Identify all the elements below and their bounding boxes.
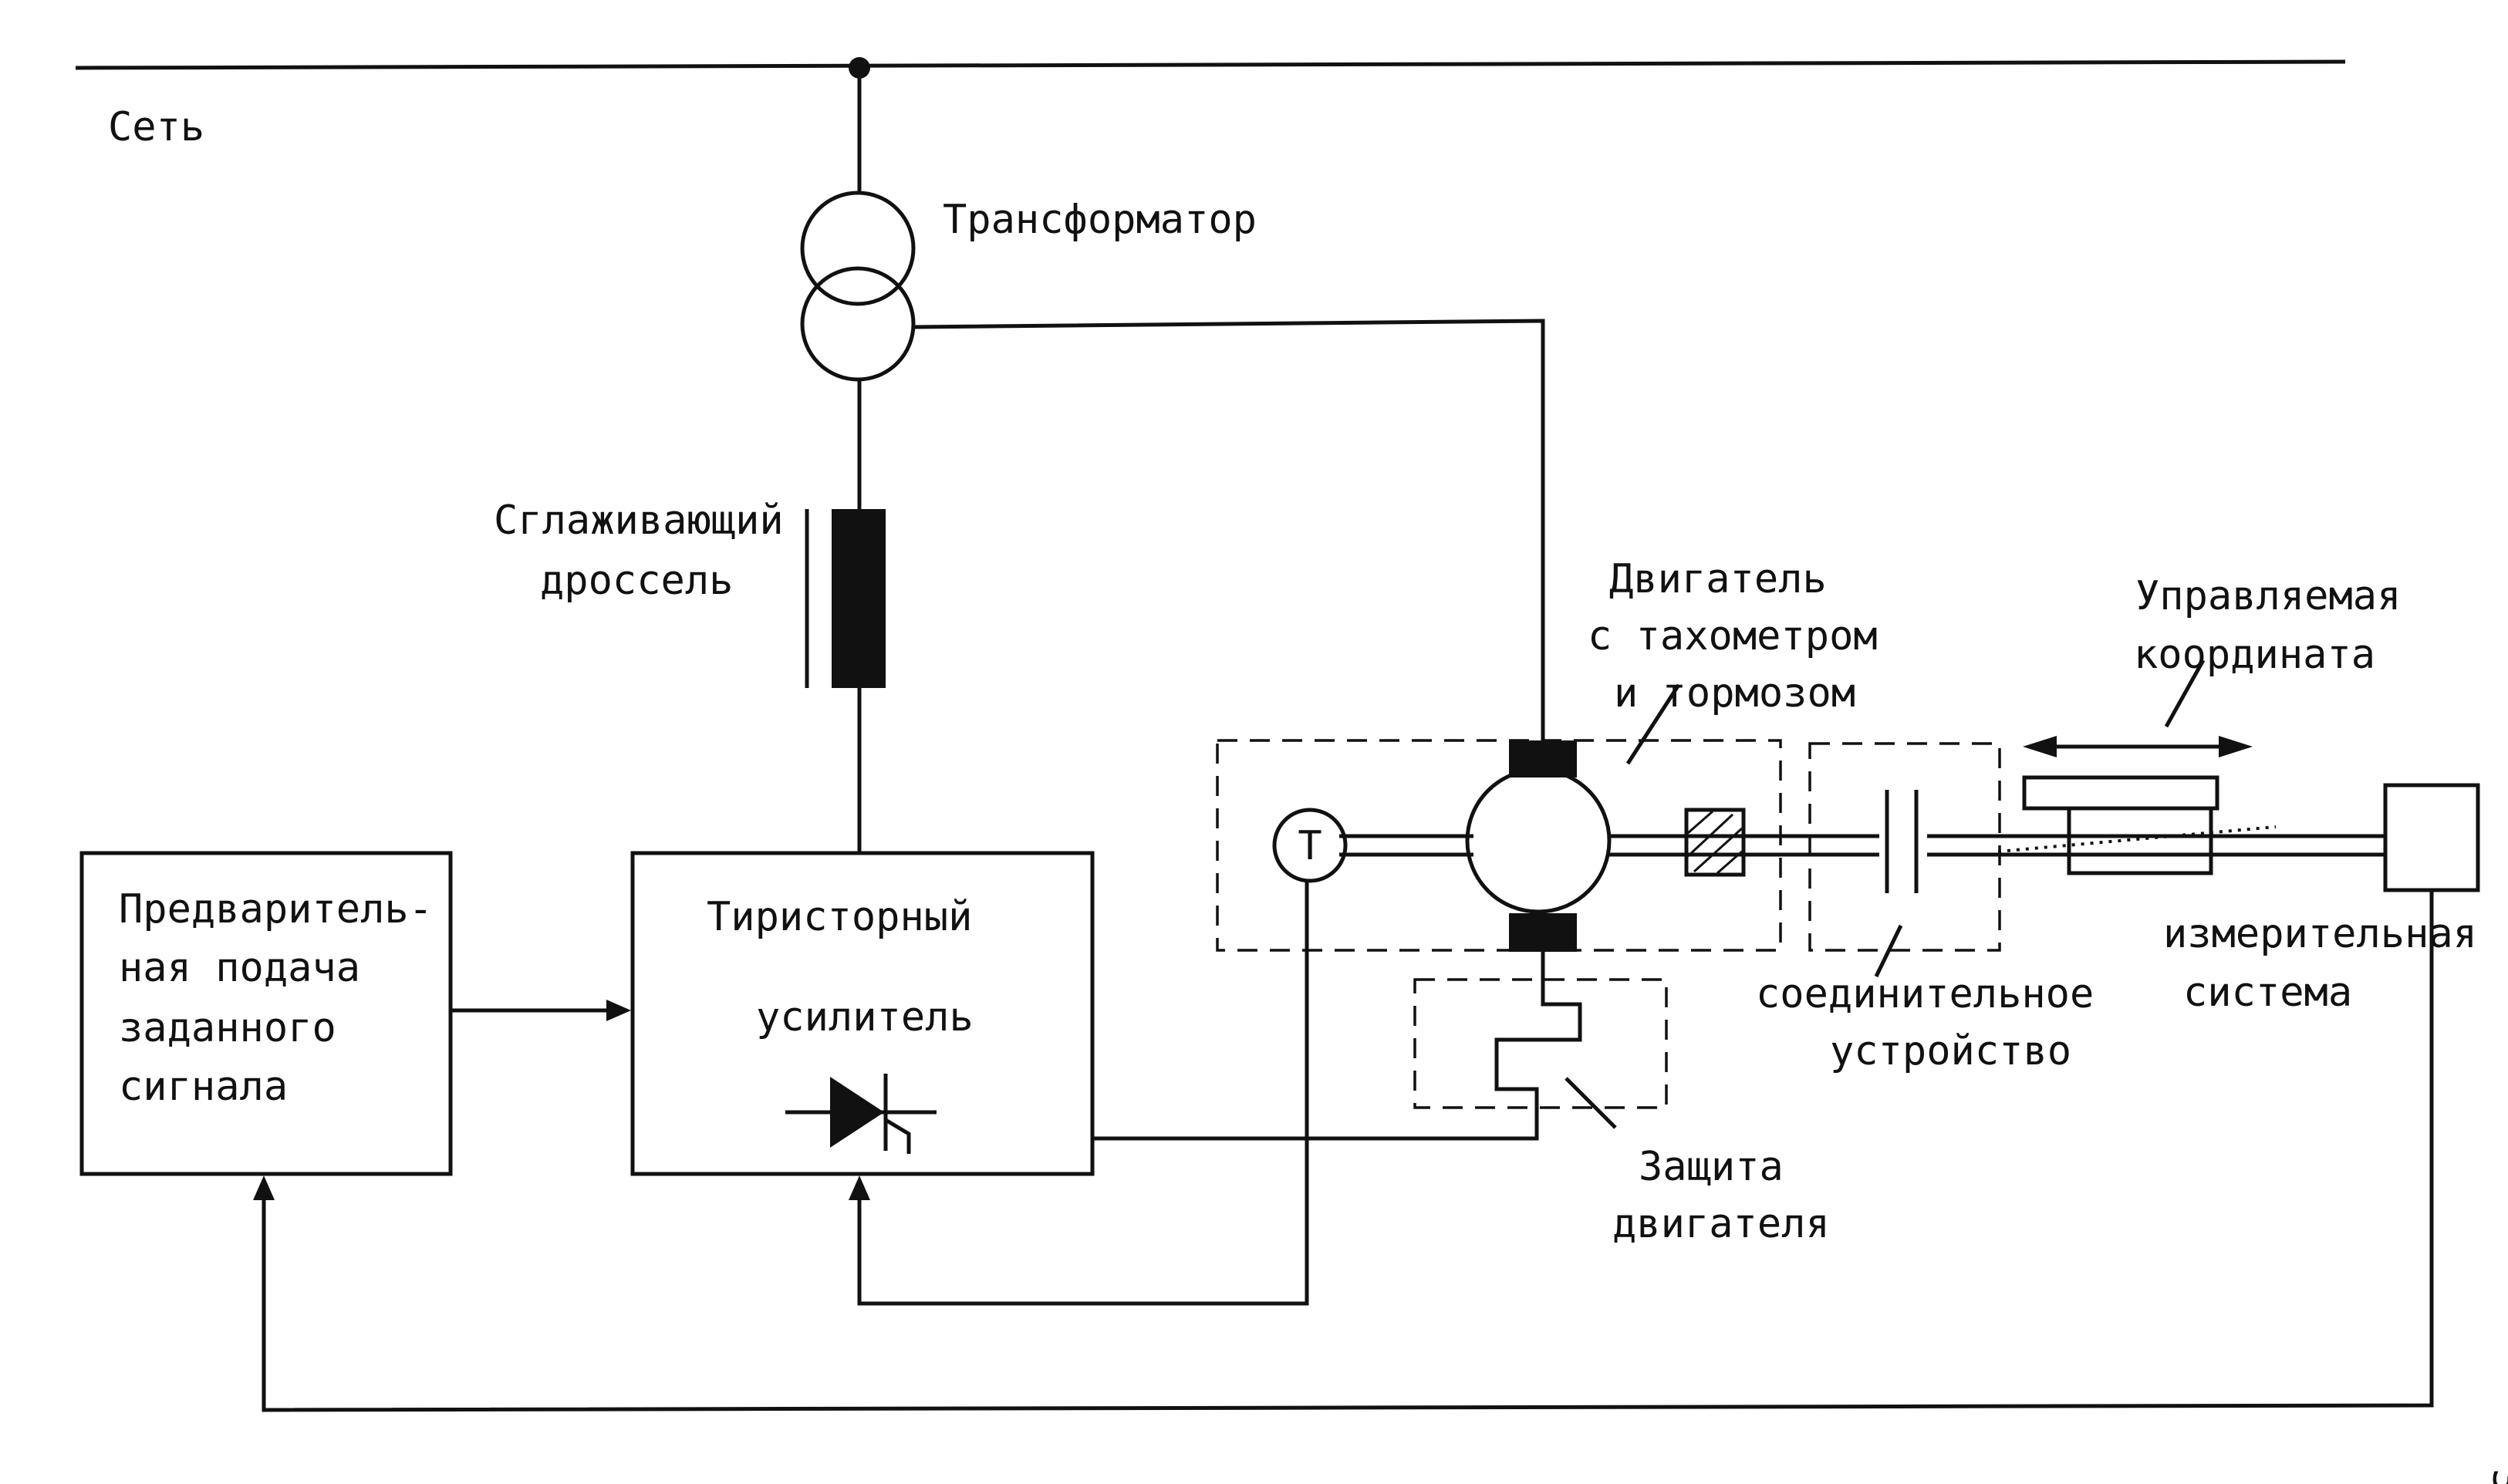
transformer [800, 68, 916, 509]
label-protection-2: двигателя [1612, 1201, 1830, 1247]
label-choke-1: Сглаживающий [494, 497, 784, 544]
coordinate-arrowhead-left [2023, 736, 2057, 757]
label-motor-1: Двигатель [1609, 556, 1827, 602]
label-tacho: T [1298, 823, 1322, 869]
motor-brush-bottom [1509, 913, 1577, 952]
page-number: 3 [2483, 1469, 2508, 1484]
label-motor-2: с тахометром [1588, 613, 1878, 659]
label-thyristor-1: Тиристорный [707, 894, 972, 940]
label-measuring-1: измерительная [2163, 911, 2477, 957]
motor-leader-line [1625, 683, 1681, 765]
label-thyristor-2: усилитель [756, 994, 974, 1040]
motor-body [1465, 767, 1612, 914]
label-measuring-2: система [2183, 970, 2352, 1016]
tachometer-icon [1272, 808, 1348, 883]
smoothing-choke [805, 509, 886, 853]
thyristor-icon [785, 1074, 937, 1154]
coupling-leader-line [1874, 924, 1903, 978]
lead-screw [1997, 825, 2277, 856]
label-coordinate-1: Управляемая [2135, 573, 2401, 619]
position-feedback-arrowhead [253, 1175, 275, 1200]
motor-assembly-boundary [1216, 739, 1782, 952]
label-choke-2: дроссель [540, 558, 733, 604]
tacho-feedback-line [857, 879, 1309, 1306]
tacho-feedback-arrowhead [849, 1175, 870, 1200]
position-feedback-line [262, 892, 2434, 1412]
preset-signal-block [79, 851, 453, 1176]
measuring-system-block [2383, 783, 2480, 892]
coordinate-arrowhead-right [2219, 736, 2253, 757]
label-coordinate-2: координата [2134, 632, 2375, 678]
motor-protection-boundary [1413, 978, 1668, 1109]
label-protection-1: Защита [1639, 1144, 1784, 1190]
protection-leader-line [1565, 1077, 1617, 1129]
preset-to-amplifier-arrowhead [606, 1000, 631, 1021]
label-coupling-1: соединительное [1756, 971, 2094, 1017]
amplifier-to-protection-line [1092, 943, 1582, 1141]
coupling-boundary [1808, 742, 2001, 952]
carriage-nut [2067, 806, 2213, 875]
thyristor-amplifier-block [630, 851, 1095, 1176]
label-preset-1: Предваритель- [119, 886, 433, 933]
motor-feed-line [913, 319, 1545, 740]
label-coupling-2: устройство [1830, 1028, 2071, 1074]
mains-line [75, 59, 2346, 70]
label-preset-2: ная подача [119, 945, 360, 991]
coordinate-leader-line [2164, 659, 2206, 728]
label-transformer: Трансформатор [943, 197, 1257, 243]
label-network: Сеть [108, 104, 204, 150]
label-preset-3: заданного [119, 1005, 336, 1051]
carriage-table [2022, 775, 2219, 811]
brake-icon [1684, 808, 1746, 877]
label-motor-3: и тормозом [1614, 670, 1855, 717]
label-preset-4: сигнала [119, 1064, 288, 1110]
